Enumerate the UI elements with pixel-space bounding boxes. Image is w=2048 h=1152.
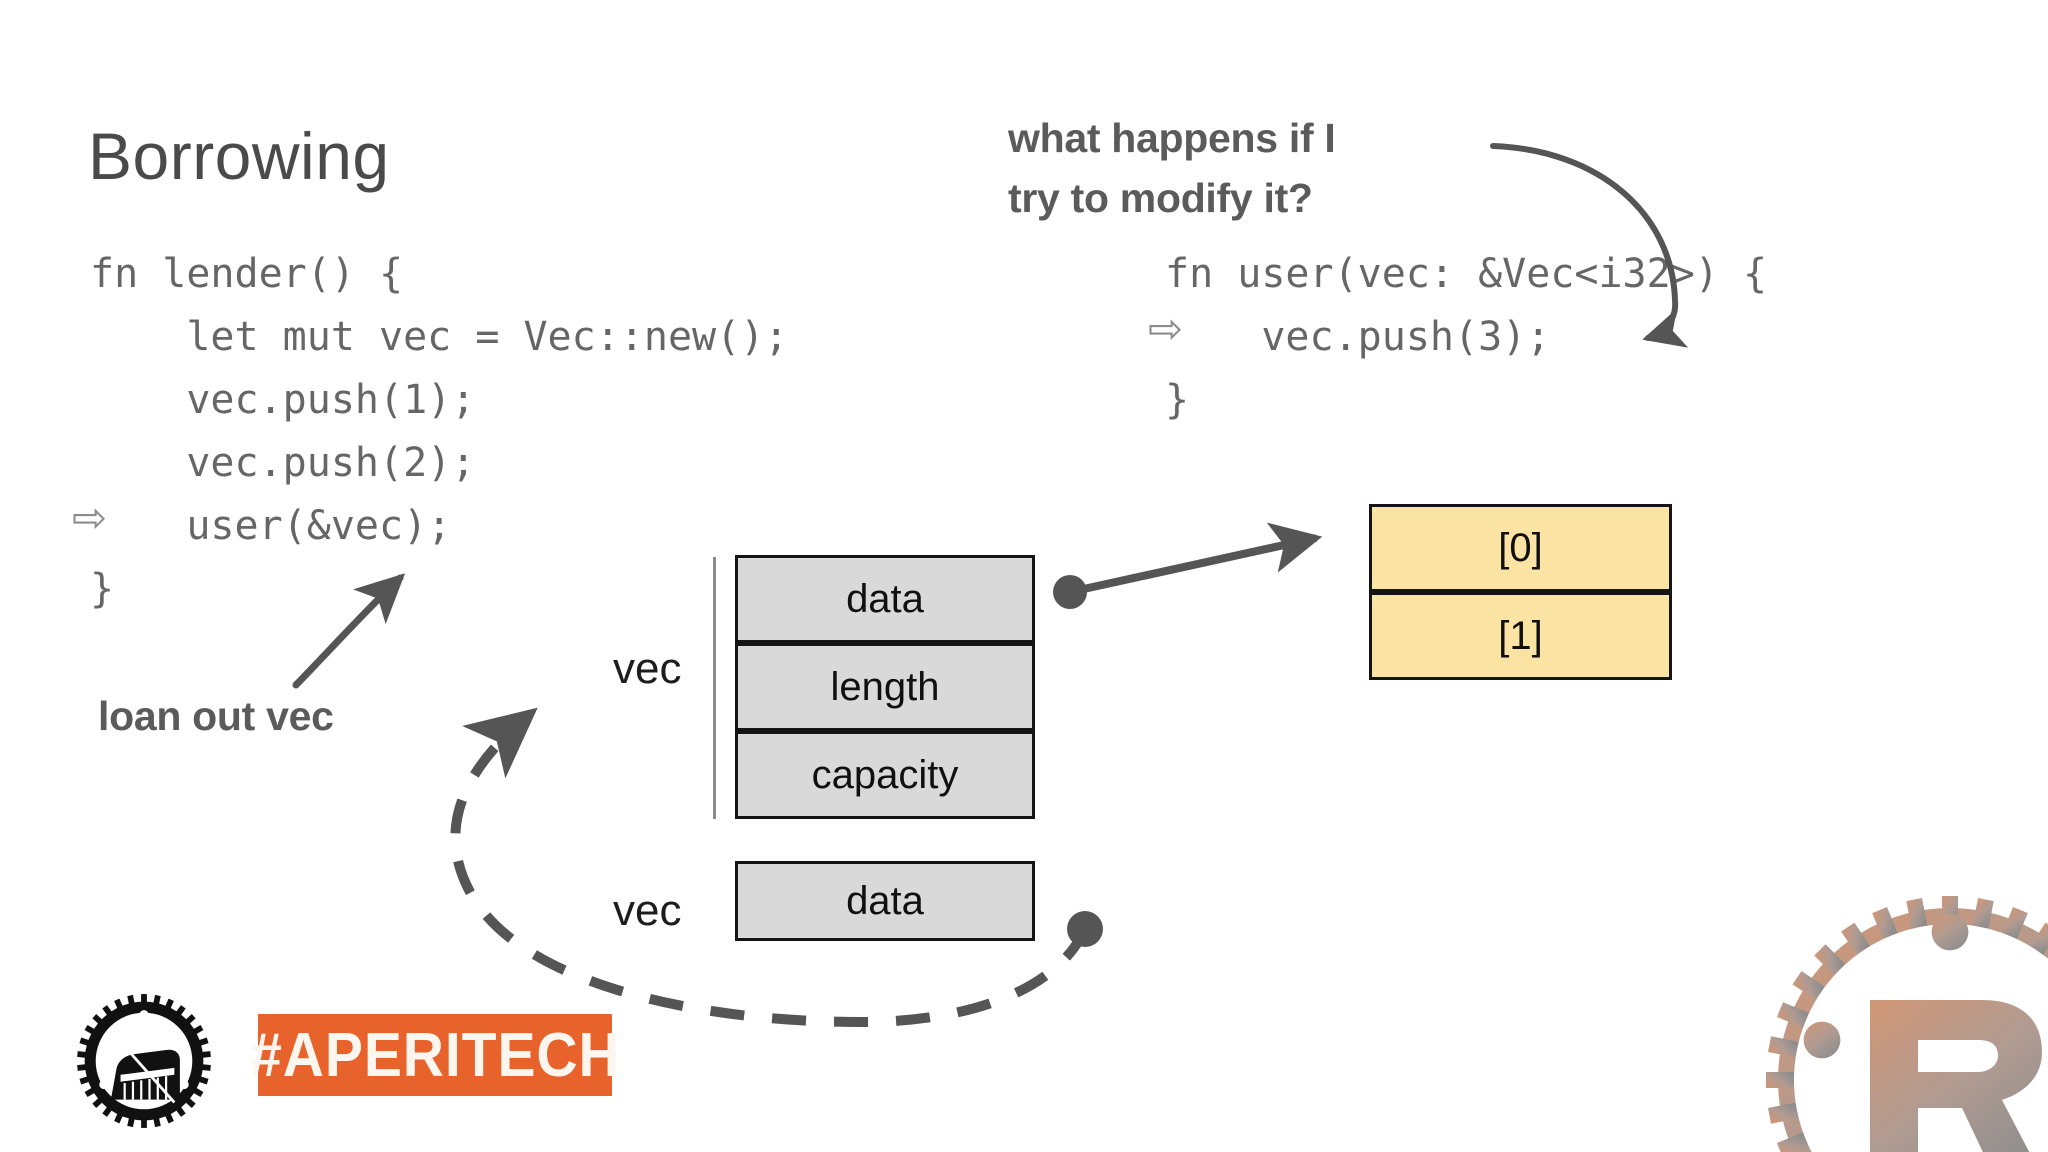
heap-cell-0: [0] xyxy=(1369,504,1672,592)
borrow-field-data: data xyxy=(735,861,1035,941)
struct-brace-top xyxy=(713,557,716,819)
annotation-modify-question: what happens if I try to modify it? xyxy=(1008,115,1336,221)
struct-field-capacity: capacity xyxy=(735,731,1035,819)
colosseum-gear-badge-icon xyxy=(77,994,211,1128)
code-block-lender: fn lender() { let mut vec = Vec::new(); … xyxy=(90,251,789,612)
struct-label-vec-bottom: vec xyxy=(613,886,682,935)
aperitech-hashtag-label: #APERITECH xyxy=(249,1020,621,1090)
code-block-user: fn user(vec: &Vec<i32>) { vec.push(3); } xyxy=(1165,251,1768,423)
aperitech-hashtag-badge: #APERITECH xyxy=(250,1014,619,1096)
struct-field-length: length xyxy=(735,643,1035,731)
page-title: Borrowing xyxy=(88,119,390,193)
connector-data-to-heap xyxy=(1053,522,1323,609)
struct-field-data: data xyxy=(735,555,1035,643)
rust-gear-logo-icon xyxy=(1766,896,2048,1152)
cursor-arrow-icon-user: ⇨ xyxy=(1148,304,1184,353)
annotation-loan-out: loan out vec xyxy=(98,693,334,739)
struct-label-vec-top: vec xyxy=(613,644,682,693)
heap-cell-1: [1] xyxy=(1369,592,1672,680)
cursor-arrow-icon-lender: ⇨ xyxy=(72,493,108,542)
